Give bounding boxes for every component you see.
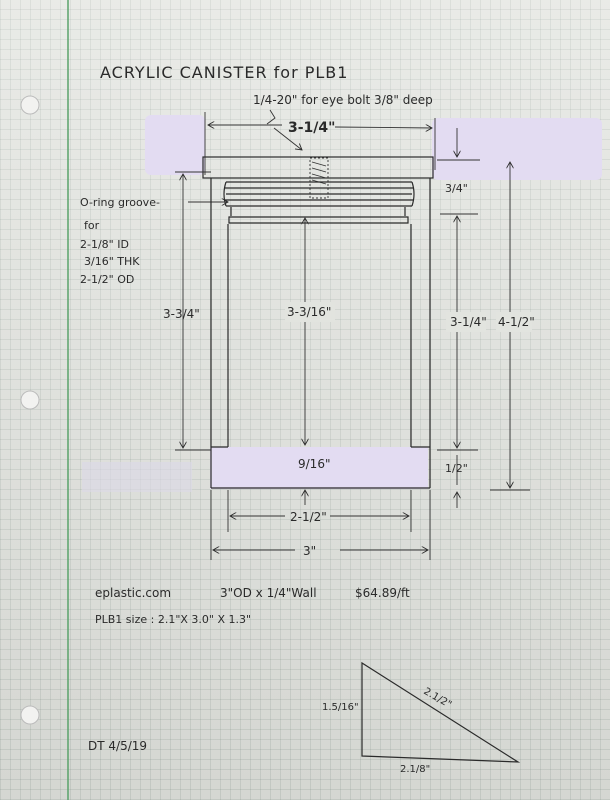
oring-note-line: 2-1/2" OD — [80, 273, 134, 286]
total-height-label: 4-1/2" — [498, 315, 535, 329]
threaded-section — [223, 181, 415, 224]
punch-hole — [20, 390, 40, 410]
eye-bolt-note: 1/4-20" for eye bolt 3/8" deep — [253, 93, 433, 107]
right-height-label: 3-1/4" — [450, 315, 487, 329]
drawing-title: ACRYLIC CANISTER for PLB1 — [100, 63, 348, 82]
inner-height-label: 3-3/16" — [287, 305, 331, 319]
triangle-sketch — [361, 661, 521, 763]
triangle-hypotenuse-label: 2.1/2" — [422, 686, 454, 711]
tube-spec: 3"OD x 1/4"Wall — [220, 586, 317, 600]
punch-hole — [20, 95, 40, 115]
outer-diameter-label: 3" — [303, 544, 316, 558]
oring-note-line: 3/16" THK — [84, 255, 140, 268]
punch-hole — [20, 705, 40, 725]
canister-body — [210, 178, 431, 489]
tube-price: $64.89/ft — [355, 586, 410, 600]
top-cap — [202, 156, 434, 199]
outer-height-label: 3-3/4" — [163, 307, 200, 321]
bottom-thickness-label: 1/2" — [445, 462, 468, 475]
supplier-site: eplastic.com — [95, 586, 171, 600]
triangle-base-label: 2.1/8" — [400, 764, 430, 775]
plb-size-note: PLB1 size : 2.1"X 3.0" X 1.3" — [95, 613, 251, 626]
oring-note-line: O-ring groove- — [80, 196, 160, 209]
signature-date: DT 4/5/19 — [88, 739, 147, 753]
highlight-patch — [432, 118, 602, 180]
bottom-cap-highlight — [210, 447, 428, 489]
cap-width-label: 3-1/4" — [288, 120, 335, 136]
erased-patch — [82, 462, 192, 492]
highlight-patch — [145, 115, 205, 175]
triangle-height-label: 1.5/16" — [322, 702, 359, 713]
oring-note-line: 2-1/8" ID — [80, 238, 129, 251]
inner-diameter-label: 2-1/2" — [290, 510, 327, 524]
oring-note-line: for — [84, 219, 100, 232]
cap-height-label: 3/4" — [445, 182, 468, 195]
bottom-inner-label: 9/16" — [298, 457, 330, 471]
